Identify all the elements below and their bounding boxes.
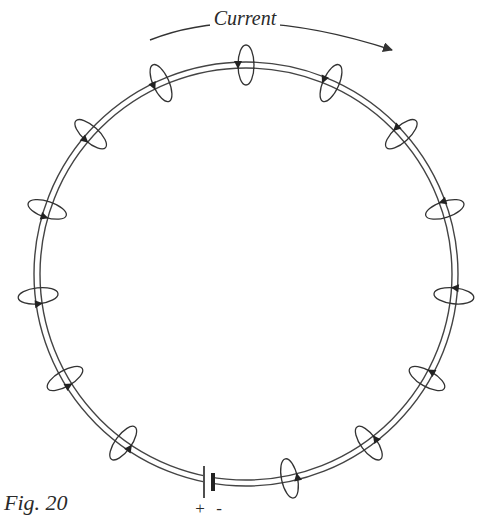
field-arrowhead bbox=[293, 472, 302, 481]
field-loop bbox=[433, 282, 475, 306]
positive-sign: + bbox=[195, 500, 205, 517]
figure-caption: Fig. 20 bbox=[4, 492, 68, 514]
field-loop-ellipse bbox=[278, 457, 302, 499]
field-arrowhead bbox=[35, 299, 44, 308]
field-arrowhead bbox=[318, 75, 329, 86]
field-arrowhead bbox=[40, 212, 50, 222]
field-arrowhead bbox=[148, 81, 159, 92]
positive-sign-text: + bbox=[195, 499, 205, 518]
field-loop bbox=[278, 456, 306, 499]
field-loop-ellipse bbox=[351, 422, 387, 464]
field-loop-ellipse bbox=[70, 115, 110, 154]
field-arrowhead bbox=[390, 123, 401, 134]
field-loop bbox=[312, 60, 347, 105]
current-label: Current bbox=[210, 8, 281, 28]
field-arrowhead bbox=[437, 197, 447, 207]
field-loop bbox=[17, 286, 59, 310]
field-arrowhead bbox=[80, 134, 91, 145]
field-loop bbox=[351, 420, 391, 464]
field-loops bbox=[17, 45, 475, 500]
field-loop-ellipse bbox=[238, 45, 254, 85]
field-loop bbox=[422, 192, 466, 223]
current-label-text: Current bbox=[210, 7, 281, 29]
field-loop bbox=[142, 62, 177, 107]
field-loop-ellipse bbox=[406, 362, 449, 396]
wire-ring-outer bbox=[34, 62, 458, 486]
field-arrowhead bbox=[426, 366, 437, 377]
field-loop bbox=[234, 45, 254, 85]
battery-negative-plate bbox=[211, 473, 215, 491]
field-loop-ellipse bbox=[381, 115, 421, 154]
field-loop-ellipse bbox=[316, 62, 347, 105]
field-arrowhead bbox=[370, 433, 381, 444]
field-arrowhead bbox=[234, 61, 242, 69]
field-loop bbox=[406, 358, 451, 395]
negative-sign-text: - bbox=[216, 499, 222, 518]
field-loop-ellipse bbox=[44, 362, 87, 396]
field-loop bbox=[105, 422, 145, 466]
battery-positive-plate bbox=[203, 466, 205, 498]
field-loop-ellipse bbox=[423, 196, 466, 224]
field-loop-ellipse bbox=[105, 422, 141, 464]
field-loop bbox=[24, 196, 68, 227]
figure-caption-text: Fig. 20 bbox=[4, 490, 68, 515]
field-loop bbox=[378, 112, 421, 154]
field-arrowhead bbox=[64, 380, 75, 391]
field-loop-ellipse bbox=[26, 196, 69, 224]
field-loop bbox=[44, 362, 89, 399]
field-loop bbox=[68, 115, 111, 157]
field-loop-ellipse bbox=[146, 62, 177, 105]
field-arrowhead bbox=[450, 283, 459, 292]
negative-sign: - bbox=[216, 500, 222, 517]
wire-ring-inner bbox=[40, 68, 452, 480]
field-arrowhead bbox=[124, 442, 135, 453]
